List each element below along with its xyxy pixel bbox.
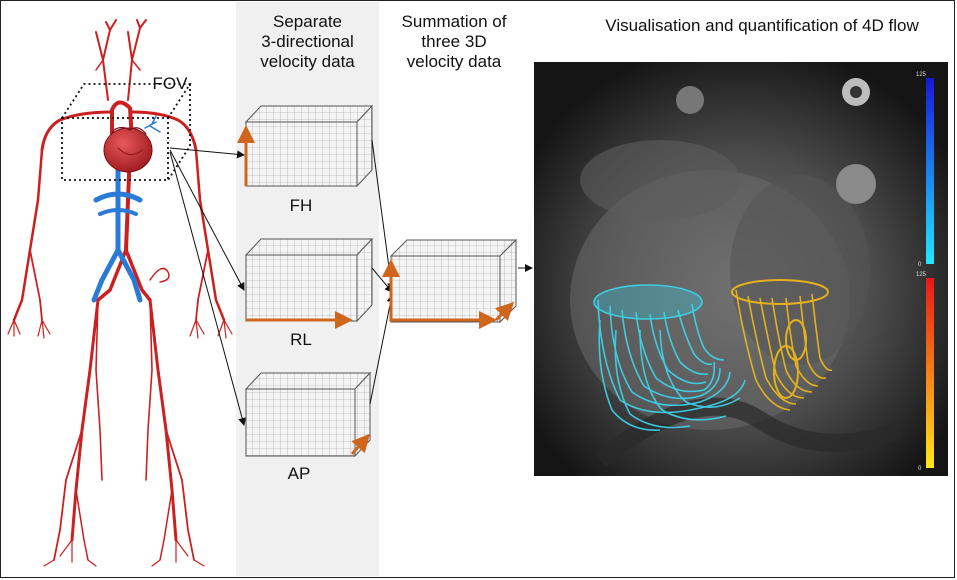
inflow-streamlines: [593, 284, 746, 431]
summation-heading: Summation of three 3D velocity data: [386, 12, 522, 72]
fov-box: [61, 83, 192, 181]
ap-label: AP: [287, 464, 311, 483]
vascular-body-illustration: [7, 19, 233, 567]
visualisation-heading: Visualisation and quantification of 4D f…: [605, 16, 919, 35]
ap-velocity-cube: [244, 371, 372, 458]
summation-heading-line-2: three 3D: [421, 32, 487, 51]
separate-heading-line-3: velocity data: [260, 52, 355, 71]
separate-heading: Separate 3-directional velocity data: [236, 12, 379, 72]
summed-velocity-cube: [382, 238, 518, 329]
rl-velocity-cube: [244, 237, 374, 329]
velocity-colorbar-red: [926, 278, 934, 468]
fov-label: FOV: [152, 74, 188, 93]
summation-heading-line-3: velocity data: [406, 52, 502, 71]
velocity-colorbar-blue: [926, 78, 934, 264]
colorbar-blue-min: 0: [918, 262, 922, 268]
fh-velocity-cube: [237, 104, 374, 188]
fh-label: FH: [289, 196, 313, 215]
separate-heading-line-1: Separate: [273, 12, 342, 31]
colorbar-red-min: 0: [918, 466, 922, 472]
summation-heading-line-1: Summation of: [401, 12, 507, 31]
rl-label: RL: [290, 330, 312, 349]
fov-connectors: [169, 147, 247, 426]
mri-flow-visualisation: 125 0 125 0: [534, 62, 948, 476]
separate-heading-line-2: 3-directional: [261, 32, 354, 51]
outflow-streamlines: [731, 279, 833, 411]
colorbar-red-max: 125: [916, 272, 927, 278]
colorbar-blue-max: 125: [916, 72, 927, 78]
